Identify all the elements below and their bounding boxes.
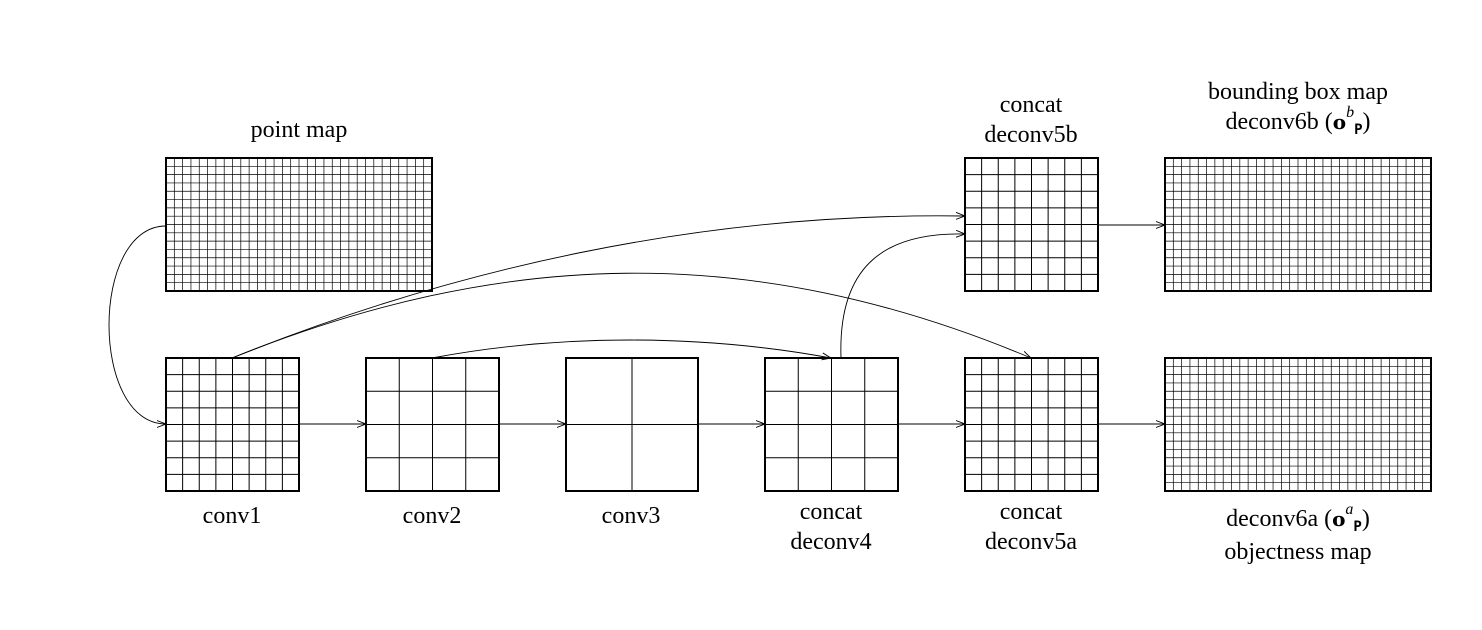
deconv5a-label: concat deconv5a	[985, 499, 1077, 555]
deconv6b-grid	[1164, 157, 1432, 292]
deconv5a-grid	[964, 357, 1099, 492]
conv2-grid	[365, 357, 500, 492]
deconv6b-label: bounding box map deconv6b (obP)	[1208, 79, 1388, 138]
edge-conv1-to-deconv5b	[231, 216, 965, 359]
deconv4-label: concat deconv4	[790, 499, 872, 555]
edge-deconv4-to-deconv5b	[840, 234, 965, 359]
deconv6a-label: deconv6a (oaP) objectness map	[1224, 501, 1372, 565]
edge-point-map-to-conv1	[108, 225, 166, 424]
point-map-label: point map	[250, 117, 348, 143]
point-map-grid	[165, 157, 433, 292]
conv1-grid	[165, 357, 300, 492]
deconv5b-grid	[964, 157, 1099, 292]
deconv4-grid	[764, 357, 899, 492]
edge-conv2-to-deconv4	[431, 339, 831, 358]
conv2-label: conv2	[402, 503, 462, 529]
conv1-label: conv1	[202, 503, 262, 529]
deconv5b-label: concat deconv5b	[984, 92, 1078, 148]
deconv6a-grid	[1164, 357, 1432, 492]
conv3-grid	[565, 357, 699, 492]
conv3-label: conv3	[601, 503, 661, 529]
edge-conv1-to-deconv5a	[231, 272, 1031, 358]
